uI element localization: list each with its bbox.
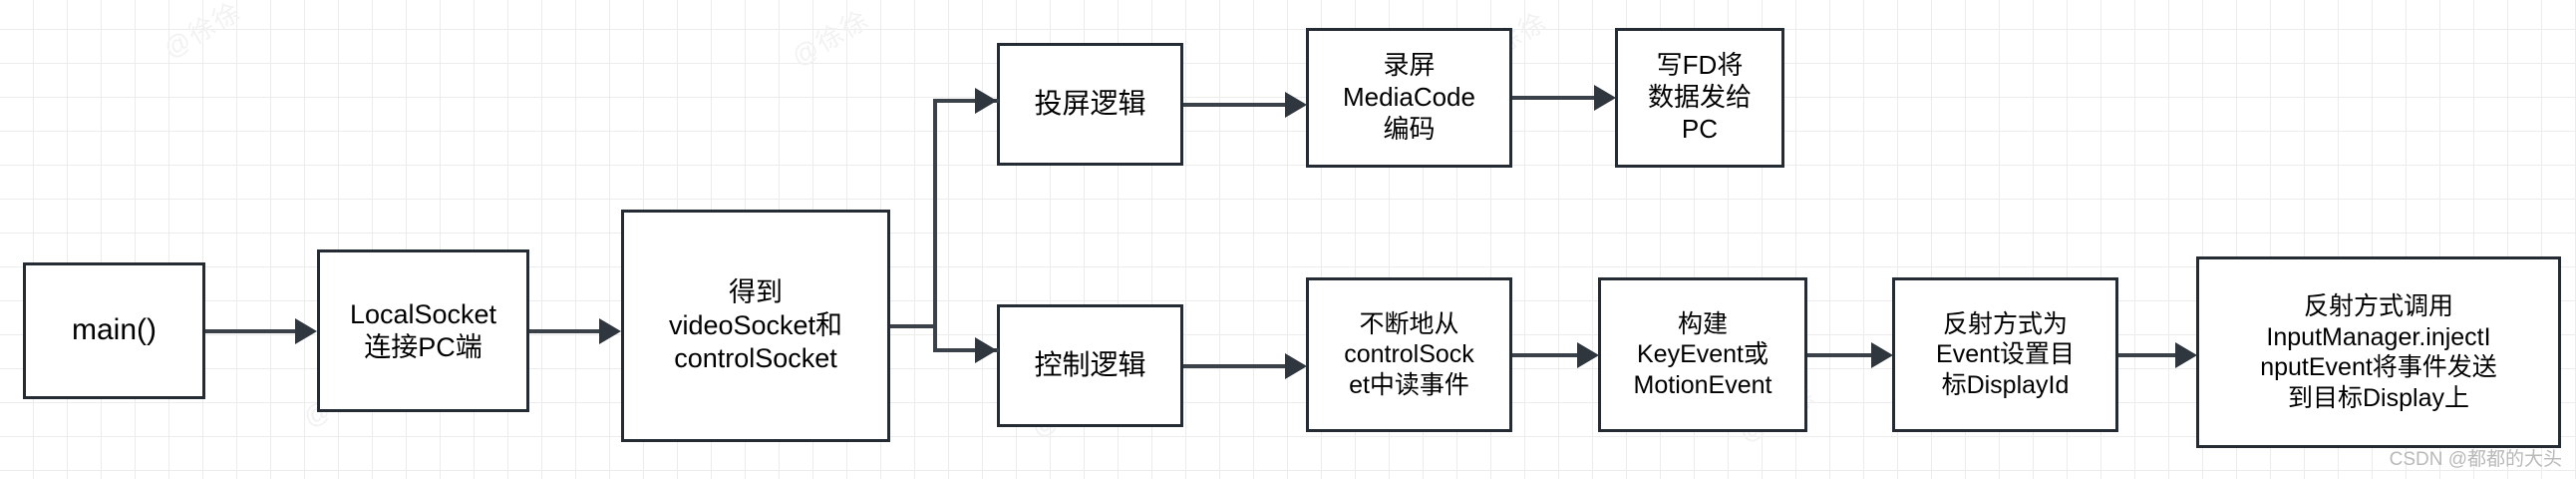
arrowhead-sockets-to-control-logic <box>975 337 997 363</box>
arrowhead-control-logic-to-read-events <box>1285 353 1307 379</box>
arrowhead-sockets-to-cast-logic <box>975 88 997 114</box>
edge-read-events-to-build-event <box>1512 353 1577 357</box>
edge-set-displayid-to-inject-event <box>2118 353 2175 357</box>
node-read-events[interactable]: 不断地从 controlSock et中读事件 <box>1306 277 1512 432</box>
arrowhead-build-event-to-set-displayid <box>1871 342 1893 368</box>
arrowhead-localsocket-to-sockets <box>599 318 621 344</box>
node-control-logic[interactable]: 控制逻辑 <box>997 304 1183 427</box>
arrowhead-set-displayid-to-inject-event <box>2175 342 2197 368</box>
arrowhead-read-events-to-build-event <box>1577 342 1599 368</box>
credit-watermark: CSDN @都都的大头 <box>2389 449 2562 470</box>
node-localsocket[interactable]: LocalSocket 连接PC端 <box>317 249 529 412</box>
background-watermark: @徐徐 <box>158 0 247 64</box>
node-set-displayid[interactable]: 反射方式为 Event设置目 标DisplayId <box>1892 277 2118 432</box>
edge-build-event-to-set-displayid <box>1807 353 1871 357</box>
node-get-sockets[interactable]: 得到 videoSocket和 controlSocket <box>621 210 890 442</box>
node-media-codec[interactable]: 录屏 MediaCode 编码 <box>1306 28 1512 168</box>
edge-control-logic-to-read-events <box>1183 364 1285 368</box>
edge-main-to-localsocket <box>205 329 295 333</box>
arrowhead-media-codec-to-write-fd <box>1594 85 1616 111</box>
arrowhead-cast-logic-to-media-codec <box>1285 92 1307 118</box>
node-inject-event[interactable]: 反射方式调用 InputManager.injectI nputEvent将事件… <box>2196 256 2561 448</box>
edge-media-codec-to-write-fd <box>1512 96 1594 100</box>
edge-sockets-to-control-logic <box>933 348 999 352</box>
background-watermark: @徐徐 <box>786 3 875 72</box>
edge-localsocket-to-sockets <box>529 329 599 333</box>
node-main[interactable]: main() <box>23 262 205 399</box>
arrowhead-main-to-localsocket <box>295 318 317 344</box>
edge-sockets-split-stub <box>890 324 937 328</box>
node-write-fd[interactable]: 写FD将 数据发给 PC <box>1615 28 1784 168</box>
edge-sockets-to-cast-logic <box>933 99 999 103</box>
edge-sockets-split-spine <box>933 99 937 351</box>
node-cast-logic[interactable]: 投屏逻辑 <box>997 43 1183 166</box>
edge-cast-logic-to-media-codec <box>1183 103 1285 107</box>
node-build-event[interactable]: 构建 KeyEvent或 MotionEvent <box>1598 277 1807 432</box>
